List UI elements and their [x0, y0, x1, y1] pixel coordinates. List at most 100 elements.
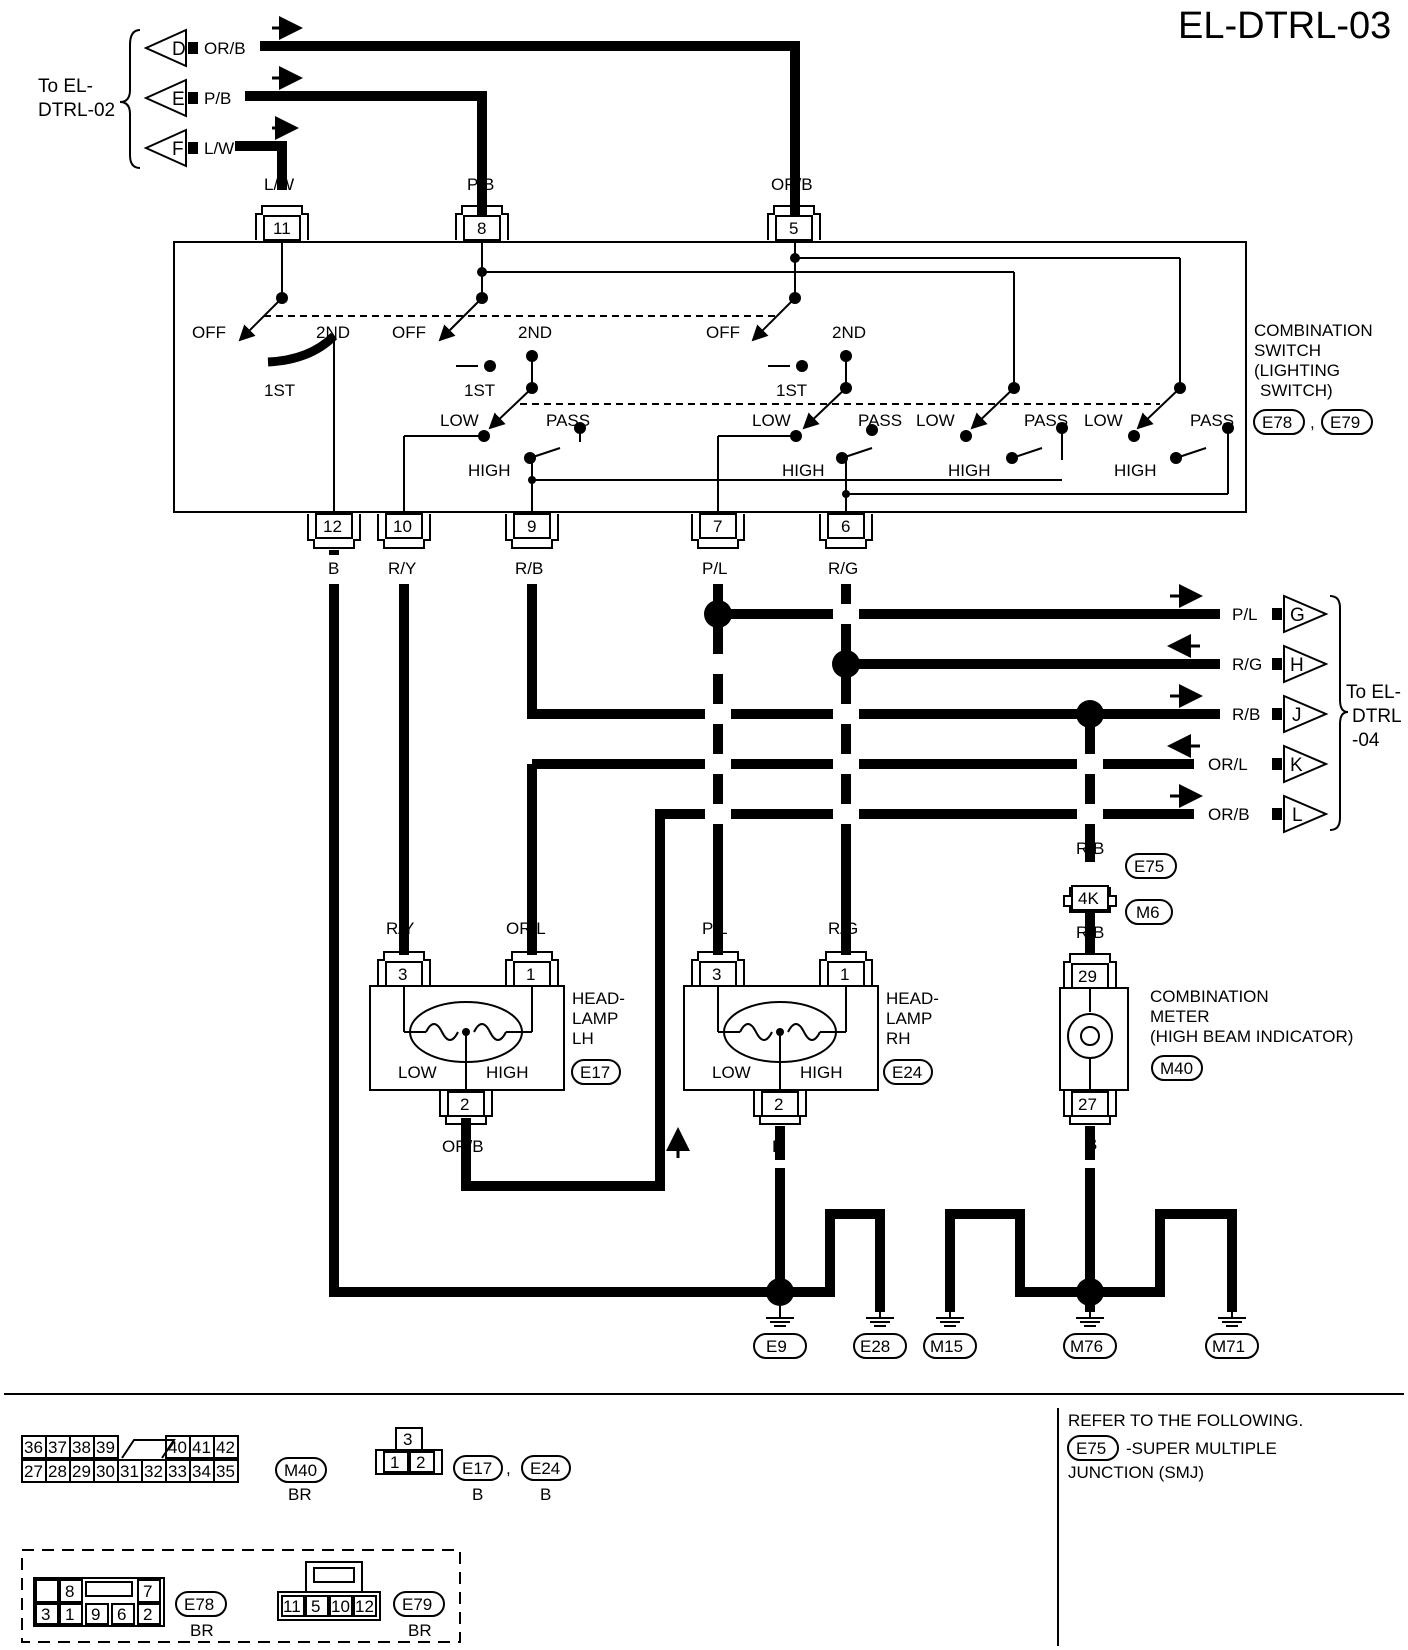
svg-text:6: 6 — [117, 1605, 126, 1624]
svg-text:1: 1 — [840, 965, 849, 984]
switch-terminal-12: 12 — [307, 513, 361, 549]
svg-text:R/G: R/G — [1232, 655, 1262, 674]
legend-dashed-box — [21, 1549, 461, 1643]
svg-text:B: B — [1226, 1235, 1237, 1254]
m40-pin-label: 29 — [72, 1462, 91, 1481]
svg-text:9: 9 — [527, 517, 536, 536]
svg-text:R/B: R/B — [515, 559, 543, 578]
switch-terminal-8: 8 — [455, 205, 509, 241]
svg-text:,: , — [506, 1459, 511, 1478]
switch-terminal-11: 11 — [255, 205, 309, 241]
svg-text:2: 2 — [416, 1453, 425, 1472]
svg-text:10: 10 — [393, 517, 412, 536]
svg-text:P/L: P/L — [1232, 605, 1258, 624]
to-right-label-1: To EL- — [1346, 682, 1401, 703]
left-brace — [119, 29, 141, 169]
svg-text:3: 3 — [712, 965, 721, 984]
svg-text:3: 3 — [41, 1605, 50, 1624]
m40-pin-label: 33 — [168, 1462, 187, 1481]
svg-text:HEAD-: HEAD- — [886, 989, 939, 1008]
combination-meter: 29 27 B COMBINATION METER (HIGH BEAM IND… — [1059, 953, 1353, 1154]
m40-key-shape — [121, 1439, 176, 1459]
svg-text:(HIGH BEAM INDICATOR): (HIGH BEAM INDICATOR) — [1150, 1027, 1353, 1046]
svg-text:HIGH: HIGH — [468, 461, 511, 480]
m40-pin-label: 27 — [24, 1462, 43, 1481]
svg-text:E78: E78 — [1262, 413, 1292, 432]
svg-text:2ND: 2ND — [832, 323, 866, 342]
svg-text:M6: M6 — [1136, 903, 1160, 922]
svg-text:B: B — [1154, 1235, 1165, 1254]
m40-pin-label: 36 — [24, 1438, 43, 1457]
headlamp-lh: R/Y OR/L 3 1 LOW HIGH 2 OR/B HEAD- LAMP … — [369, 919, 625, 1156]
svg-text:1ST: 1ST — [464, 381, 495, 400]
m40-pin-label: 31 — [120, 1462, 139, 1481]
svg-text:M40: M40 — [1160, 1059, 1193, 1078]
svg-text:E24: E24 — [530, 1459, 560, 1478]
svg-text:2: 2 — [774, 1095, 783, 1114]
svg-text:LOW: LOW — [398, 1063, 437, 1082]
ground-symbols — [766, 1306, 1246, 1327]
svg-text:3: 3 — [398, 965, 407, 984]
svg-text:K: K — [1290, 755, 1303, 776]
svg-text:PASS: PASS — [1190, 411, 1234, 430]
svg-text:G: G — [1290, 605, 1305, 626]
svg-text:1ST: 1ST — [264, 381, 295, 400]
switch-terminal-5: 5 — [767, 205, 821, 241]
refer-note: REFER TO THE FOLLOWING. E75 -SUPER MULTI… — [1067, 1411, 1303, 1482]
svg-text:E28: E28 — [860, 1337, 890, 1356]
svg-text:E79: E79 — [1330, 413, 1360, 432]
m40-pin-cell — [213, 1435, 239, 1459]
svg-text:SWITCH): SWITCH) — [1260, 381, 1333, 400]
svg-text:P/B: P/B — [204, 89, 231, 108]
svg-text:HIGH: HIGH — [800, 1063, 843, 1082]
wire-p-b-top — [245, 91, 487, 220]
combination-switch-label: COMBINATION SWITCH (LIGHTING SWITCH) E78… — [1253, 321, 1373, 435]
svg-text:E75: E75 — [1076, 1439, 1106, 1458]
m40-pin-label: 42 — [216, 1438, 235, 1457]
switch-terminal-10: 10 — [377, 513, 431, 549]
svg-text:BR: BR — [408, 1621, 432, 1640]
to-left-label-2: DTRL-02 — [38, 100, 115, 121]
to-right-label-3: -04 — [1352, 730, 1380, 751]
svg-text:E78: E78 — [184, 1595, 214, 1614]
switch-terminal-7: 7 — [691, 513, 745, 549]
svg-text:5: 5 — [311, 1597, 320, 1616]
svg-text:B: B — [874, 1235, 885, 1254]
svg-text:E17: E17 — [580, 1063, 610, 1082]
svg-text:LAMP: LAMP — [572, 1009, 618, 1028]
svg-text:B: B — [824, 1235, 835, 1254]
svg-text:LOW: LOW — [752, 411, 791, 430]
right-brace — [1329, 595, 1349, 831]
svg-text:COMBINATION: COMBINATION — [1254, 321, 1373, 340]
connector-flag-d: D OR/B — [143, 28, 246, 68]
svg-text:J: J — [1292, 705, 1302, 726]
svg-text:E9: E9 — [766, 1337, 787, 1356]
switch-terminal-6: 6 — [819, 513, 873, 549]
svg-text:P/L: P/L — [702, 559, 728, 578]
right-connectors: P/L G R/G H R/B J OR/L K OR/B L — [1208, 594, 1329, 834]
m40-pin-label: 32 — [144, 1462, 163, 1481]
svg-text:OR/L: OR/L — [506, 919, 546, 938]
svg-text:LOW: LOW — [1084, 411, 1123, 430]
svg-text:,: , — [1310, 413, 1315, 432]
svg-text:HIGH: HIGH — [948, 461, 991, 480]
svg-text:LAMP: LAMP — [886, 1009, 932, 1028]
svg-text:4K: 4K — [1078, 889, 1099, 908]
svg-text:OFF: OFF — [192, 323, 226, 342]
svg-text:D: D — [172, 39, 186, 60]
svg-text:M71: M71 — [1212, 1337, 1245, 1356]
svg-text:LOW: LOW — [440, 411, 479, 430]
svg-text:7: 7 — [713, 517, 722, 536]
m40-pin-label: 34 — [192, 1462, 211, 1481]
svg-text:2: 2 — [460, 1095, 469, 1114]
svg-text:8: 8 — [65, 1582, 74, 1601]
svg-text:B: B — [1084, 1235, 1095, 1254]
svg-text:1: 1 — [390, 1453, 399, 1472]
wire-r-b — [527, 584, 1090, 719]
svg-text:E24: E24 — [892, 1063, 922, 1082]
svg-text:PASS: PASS — [1024, 411, 1068, 430]
svg-text:OR/B: OR/B — [1208, 805, 1250, 824]
svg-text:2ND: 2ND — [518, 323, 552, 342]
